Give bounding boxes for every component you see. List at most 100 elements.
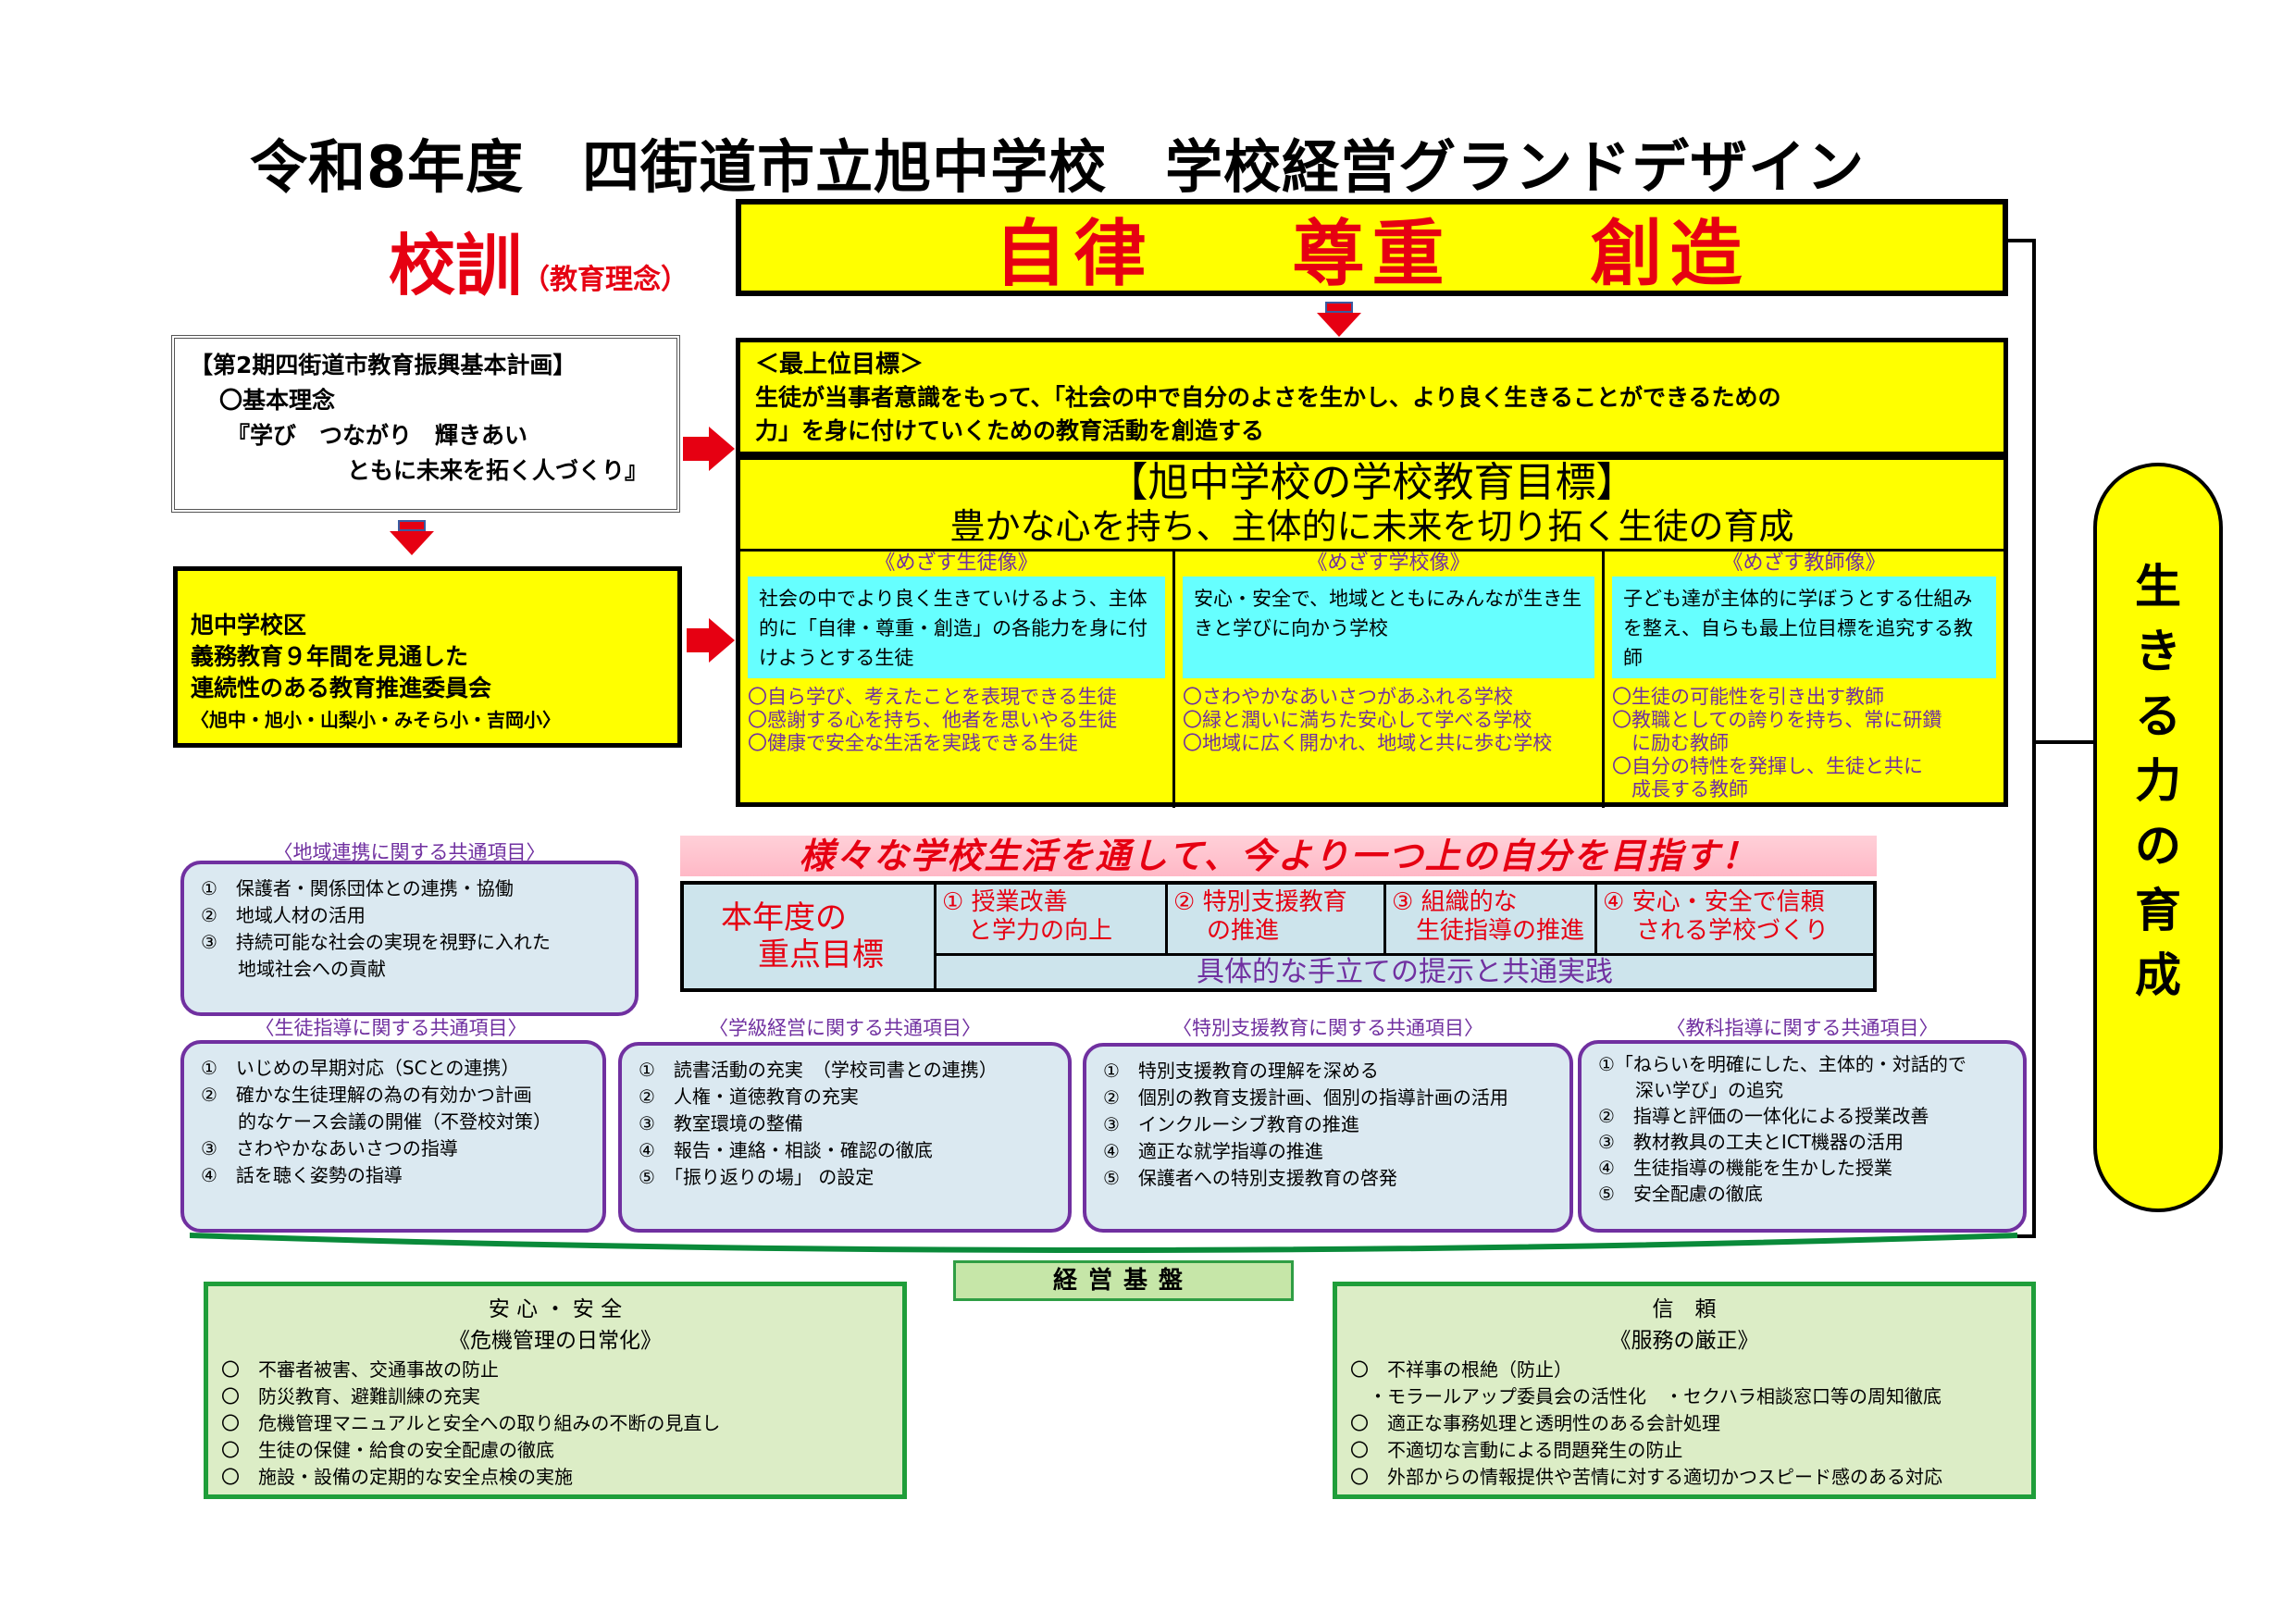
focus-item-line: ① 授業改善 [942, 888, 1068, 916]
page-title: 令和8年度 四街道市立旭中学校 学校経営グランドデザイン [250, 133, 1866, 201]
class-box: ① 読書活動の充実 （学校司書との連携） ② 人権・道徳教育の充実 ③ 教室環境… [618, 1042, 1072, 1233]
list-item: ③ さわやかなあいさつの指導 [201, 1137, 458, 1159]
list-item: ④ 報告・連絡・相談・確認の徹底 [639, 1139, 933, 1161]
plan-box-line: 『学び つながり 輝きあい [227, 422, 528, 449]
down-arrow-icon [1317, 313, 1361, 337]
motto-box: 自律 尊重 創造 [736, 199, 2008, 296]
list-item: ③ 教材教具の工夫とICT機器の活用 [1598, 1131, 1904, 1153]
column-point: 〇自分の特性を発揮し、生徒と共に [1612, 755, 1923, 777]
list-item: ③ 持続可能な社会の実現を視野に入れた [201, 931, 551, 953]
special-title: 〈特別支援教育に関する共通項目〉 [1172, 1017, 1483, 1039]
list-item: ④ 生徒指導の機能を生かした授業 [1598, 1157, 1892, 1179]
top-goal-heading: ＜最上位目標＞ [755, 351, 924, 378]
slogan-banner: 様々な学校生活を通して、今より一つ上の自分を目指す！ [680, 836, 1877, 876]
right-arrow-stem [683, 437, 709, 461]
focus-label-line: 重点目標 [758, 936, 884, 973]
management-base-label: 経営基盤 [953, 1260, 1294, 1301]
list-item: ② 人権・道徳教育の充実 [639, 1085, 859, 1108]
focus-item: ② 特別支援教育 の推進 [1168, 885, 1386, 953]
vertical-char: 力 [2135, 754, 2181, 808]
column-point: 〇緑と潤いに満ちた安心して学べる学校 [1183, 709, 1532, 731]
list-item: ③ 教室環境の整備 [639, 1112, 803, 1134]
column-point: に励む教師 [1612, 732, 1729, 754]
subject-box: ①「ねらいを明確にした、主体的・対話的で 深い学び」の追究 ② 指導と評価の一体… [1578, 1040, 2027, 1233]
list-item: ② 個別の教育支援計画、個別の指導計画の活用 [1103, 1086, 1508, 1109]
column-point: 成長する教師 [1612, 778, 1748, 800]
list-item: ① 読書活動の充実 （学校司書との連携） [639, 1059, 998, 1081]
list-item: ② 確かな生徒理解の為の有効かつ計画 [201, 1084, 532, 1106]
focus-item: ④ 安心・安全で信頼 される学校づくり [1597, 885, 1873, 953]
district-line: 義務教育９年間を見通した [191, 643, 469, 670]
list-item: 〇 不審者被害、交通事故の防止 [221, 1358, 499, 1381]
focus-item: ① 授業改善 と学力の向上 [937, 885, 1168, 953]
list-item: ⑤ 保護者への特別支援教育の啓発 [1103, 1167, 1397, 1189]
guidance-box: ① いじめの早期対応（SCとの連携） ② 確かな生徒理解の為の有効かつ計画 的な… [180, 1040, 606, 1233]
motto-word: 尊重 [1292, 212, 1452, 296]
list-item: 〇 施設・設備の定期的な安全点検の実施 [221, 1466, 573, 1488]
living-power-text: 生 き る 力 の 育 成 [2097, 554, 2219, 1008]
safety-subtitle: 《危機管理の日常化》 [449, 1329, 662, 1353]
focus-bottom-text: 具体的な手立ての提示と共通実践 [937, 953, 1873, 991]
list-item: 〇 不祥事の根絶（防止） [1350, 1358, 1572, 1381]
vertical-char: 育 [2135, 884, 2181, 937]
column-point: 〇さわやかなあいさつがあふれる学校 [1183, 686, 1513, 708]
district-note: 〈旭中・旭小・山梨小・みそら小・吉岡小〉 [191, 709, 561, 731]
column-heading: 《めざす教師像》 [1722, 552, 1886, 575]
list-item: 〇 危機管理マニュアルと安全への取り組みの不断の見直し [221, 1412, 721, 1434]
list-item: 地域社会への貢献 [201, 958, 386, 980]
trust-box: 信 頼 《服務の厳正》 〇 不祥事の根絶（防止） ・モラールアップ委員会の活性化… [1333, 1282, 2036, 1499]
motto-label: 校訓（教育理念） [389, 211, 740, 304]
trust-title: 信 頼 [1652, 1297, 1717, 1321]
down-arrow-stem [398, 520, 426, 531]
focus-item-line: ② 特別支援教育 [1173, 888, 1347, 916]
list-item: ③ インクルーシブ教育の推進 [1103, 1113, 1359, 1135]
column-point: 〇地域に広く開かれ、地域と共に歩む学校 [1183, 732, 1553, 754]
right-arrow-icon [709, 427, 735, 471]
focus-label: 本年度の 重点目標 [684, 885, 937, 988]
list-item: ① いじめの早期対応（SCとの連携） [201, 1057, 520, 1079]
list-item: 深い学び」の追究 [1598, 1079, 1783, 1101]
special-box: ① 特別支援教育の理解を深める ② 個別の教育支援計画、個別の指導計画の活用 ③… [1083, 1043, 1573, 1233]
right-arrow-stem [687, 628, 709, 652]
focus-item-line: 生徒指導の推進 [1416, 917, 1585, 945]
motto-label-sub: （教育理念） [522, 264, 689, 296]
column-heading: 《めざす生徒像》 [875, 552, 1038, 575]
column-summary: 社会の中でより良く生きていけるよう、主体的に「自律・尊重・創造」の各能力を身に付… [748, 576, 1165, 678]
column-top-divider [740, 549, 2003, 552]
vertical-char: る [2135, 689, 2181, 743]
focus-item-line: される学校づくり [1636, 917, 1830, 945]
list-item: ② 指導と評価の一体化による授業改善 [1598, 1105, 1929, 1127]
district-line: 旭中学校区 [191, 612, 307, 638]
list-item: 〇 適正な事務処理と透明性のある会計処理 [1350, 1412, 1720, 1434]
list-item: ④ 適正な就学指導の推進 [1103, 1140, 1323, 1162]
top-goal-box: ＜最上位目標＞ 生徒が当事者意識をもって、「社会の中で自分のよさを生かし、より良… [736, 338, 2008, 456]
focus-label-line: 本年度の [721, 899, 847, 936]
list-item: 〇 外部からの情報提供や苦情に対する適切かつスピード感のある対応 [1350, 1466, 1942, 1488]
list-item: ①「ねらいを明確にした、主体的・対話的で [1598, 1053, 1966, 1075]
column-summary: 安心・安全で、地域とともにみんなが生き生きと学びに向かう学校 [1183, 576, 1594, 678]
bracket-connector [2036, 740, 2093, 744]
education-goal-title: 【旭中学校の学校教育目標】 [1107, 459, 1637, 506]
vertical-char: 生 [2135, 560, 2181, 614]
list-item: ④ 話を聴く姿勢の指導 [201, 1164, 403, 1186]
student-image-column: 《めざす生徒像》 社会の中でより良く生きていけるよう、主体的に「自律・尊重・創造… [740, 551, 1172, 807]
column-points: 〇さわやかなあいさつがあふれる学校 〇緑と潤いに満ちた安心して学べる学校 〇地域… [1183, 686, 1596, 755]
focus-item: ③ 組織的な 生徒指導の推進 [1386, 885, 1597, 953]
list-item: ② 地域人材の活用 [201, 904, 366, 926]
column-point: 〇生徒の可能性を引き出す教師 [1612, 686, 1884, 708]
column-heading: 《めざす学校像》 [1307, 552, 1470, 575]
right-bracket-line [2008, 239, 2036, 1238]
living-power-oval: 生 き る 力 の 育 成 [2093, 463, 2223, 1212]
column-point: 〇自ら学び、考えたことを表現できる生徒 [748, 686, 1117, 708]
safety-title: 安 心 ・ 安 全 [488, 1297, 623, 1321]
column-points: 〇生徒の可能性を引き出す教師 〇教職としての誇りを持ち、常に研鑽 に励む教師 〇… [1612, 686, 1998, 801]
list-item: ⑤ 「振り返りの場」 の設定 [639, 1166, 875, 1188]
vertical-char: の [2135, 819, 2181, 873]
guidance-title: 〈生徒指導に関する共通項目〉 [254, 1017, 527, 1039]
motto-word: 自律 [994, 212, 1154, 296]
plan-box-line: ともに未来を拓く人づくり』 [347, 457, 649, 484]
column-summary: 子ども達が主体的に学ぼうとする仕組みを整え、自らも最上位目標を追究する教師 [1612, 576, 1996, 678]
list-item: ⑤ 安全配慮の徹底 [1598, 1183, 1763, 1205]
column-divider [1602, 551, 1605, 808]
class-title: 〈学級経営に関する共通項目〉 [709, 1017, 981, 1039]
